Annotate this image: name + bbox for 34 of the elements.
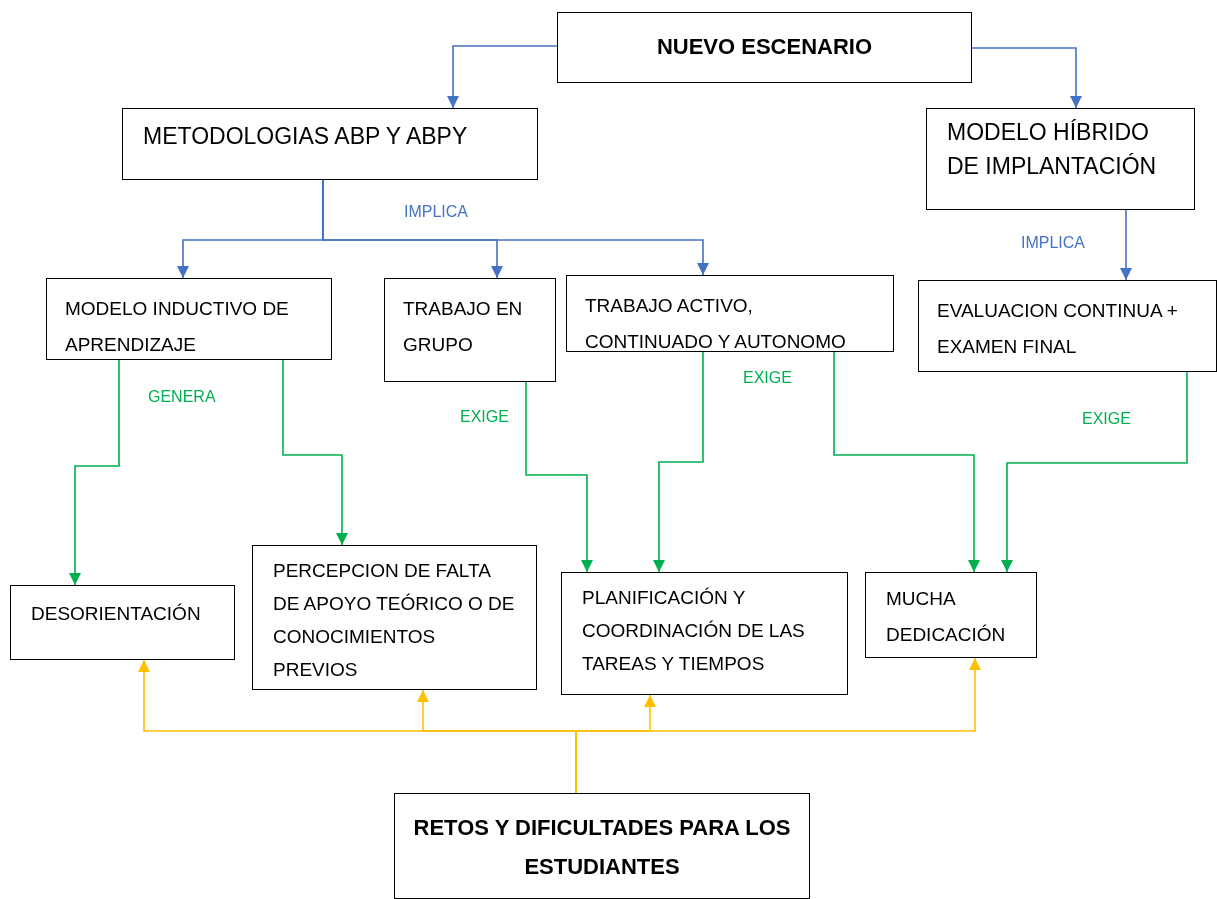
arrow <box>525 381 593 573</box>
box-text: MODELO INDUCTIVO DE APRENDIZAJE <box>65 297 290 357</box>
process-box <box>926 108 1195 210</box>
process-box <box>122 108 538 180</box>
process-box <box>561 572 848 695</box>
arrow <box>971 47 1082 109</box>
box-text: METODOLOGIAS ABP Y ABPY <box>143 122 469 151</box>
box-text: PERCEPCION DE FALTA DE APOYO TEÓRICO O DE CONOCIMIENTOS PREVIOS <box>273 559 516 682</box>
box-text: MUCHA DEDICACIÓN <box>886 587 1007 647</box>
arrow <box>69 359 120 586</box>
box-text: TRABAJO ACTIVO, CONTINUADO Y AUTONOMO <box>585 294 847 354</box>
process-box <box>10 585 235 660</box>
box-text: EVALUACION CONTINUA + EXAMEN FINAL <box>937 299 1179 359</box>
arrow <box>1120 209 1132 281</box>
arrow <box>833 351 980 573</box>
process-box <box>384 278 556 382</box>
process-box <box>566 275 894 352</box>
arrow <box>1001 371 1188 573</box>
box-text: PLANIFICACIÓN Y COORDINACIÓN DE LAS TAREAS Y TIEMPOS <box>582 586 806 676</box>
box-text: MODELO HÍBRIDO DE IMPLANTACIÓN <box>947 118 1158 181</box>
process-box <box>918 280 1217 372</box>
process-box <box>46 278 332 360</box>
arrow <box>447 45 558 109</box>
arrow <box>282 359 348 546</box>
process-box <box>557 12 972 83</box>
box-text: DESORIENTACIÓN <box>31 602 202 626</box>
arrow <box>653 351 704 573</box>
arrow <box>322 179 709 276</box>
process-box <box>394 793 810 899</box>
box-text: NUEVO ESCENARIO <box>655 33 874 61</box>
process-box <box>865 572 1037 658</box>
box-text: RETOS Y DIFICULTADES PARA LOS ESTUDIANTES <box>413 814 791 881</box>
process-box <box>252 545 537 690</box>
box-text: TRABAJO EN GRUPO <box>403 297 524 357</box>
